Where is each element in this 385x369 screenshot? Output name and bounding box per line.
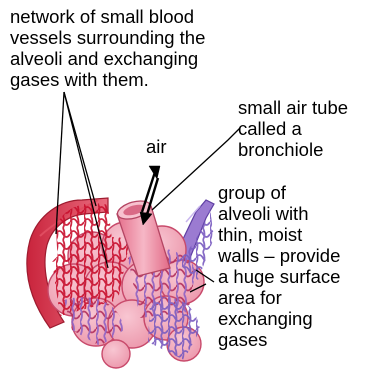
capillary-network-label: network of small blood vessels surroundi… bbox=[10, 6, 290, 90]
alveoli-label: group of alveoli with thin, moist walls … bbox=[218, 182, 383, 350]
bronchiole-label: small air tube called a bronchiole bbox=[238, 97, 383, 160]
air-flow-arrows bbox=[140, 166, 160, 225]
air-label: air bbox=[146, 136, 167, 157]
